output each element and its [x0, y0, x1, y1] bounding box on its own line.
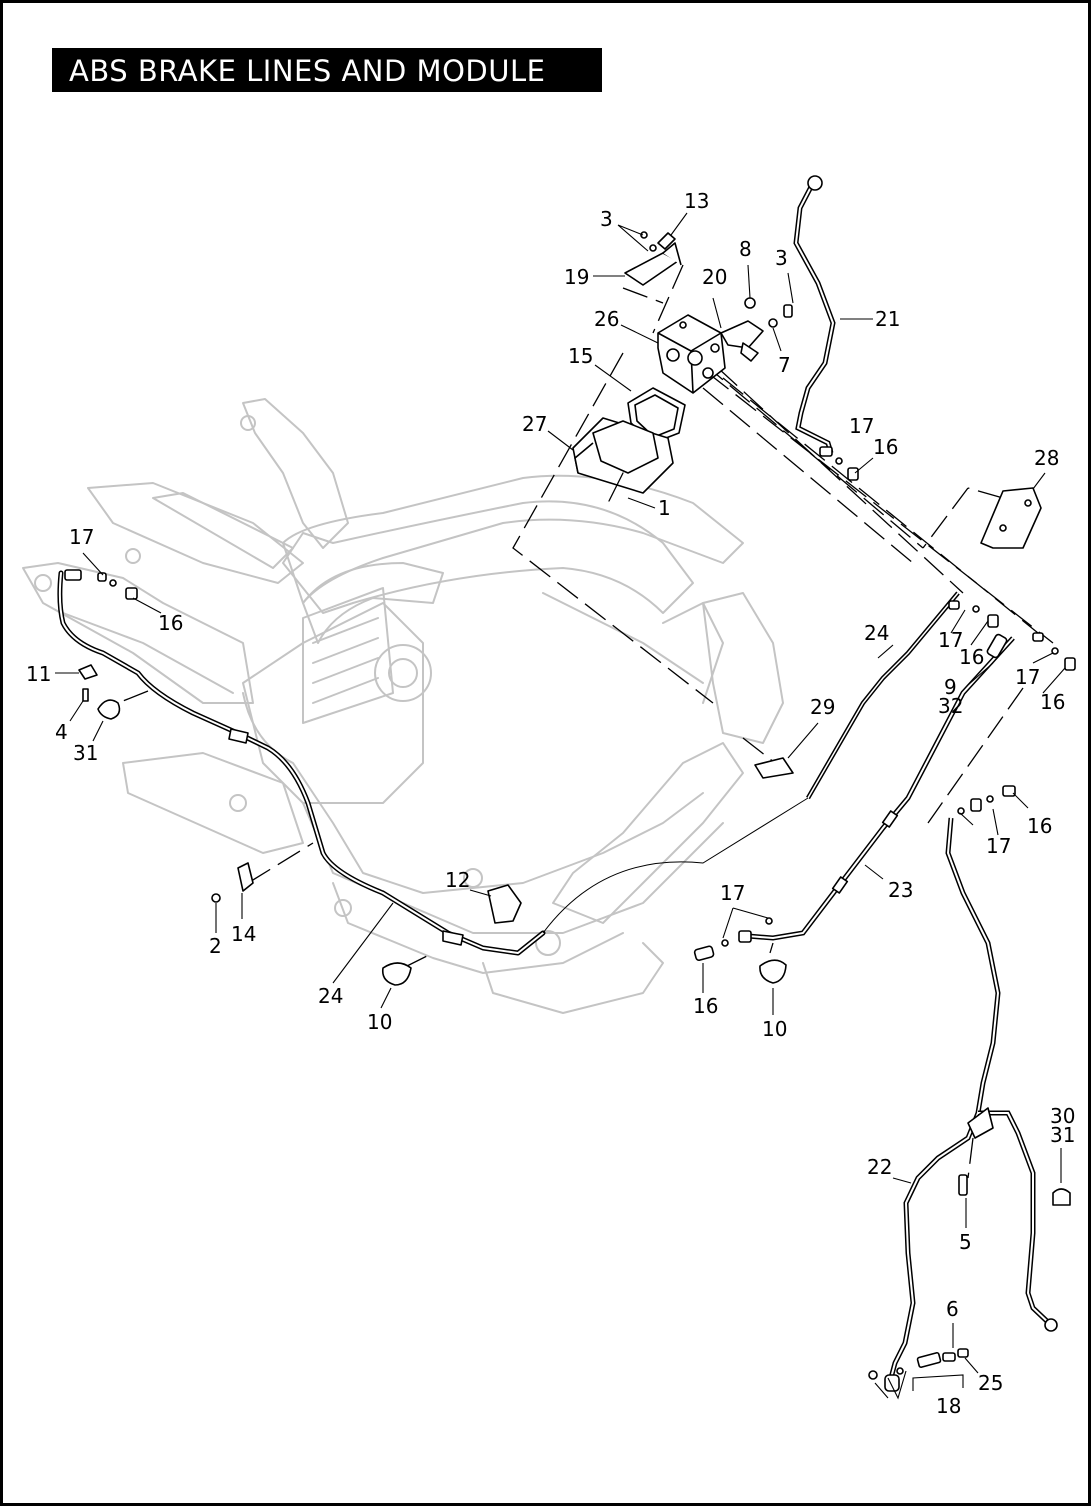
diagram-title: ABS BRAKE LINES AND MODULE — [52, 48, 602, 92]
bracket-19 — [624, 242, 682, 286]
label-29 — [754, 757, 794, 779]
brake-line-24-rear — [57, 570, 546, 956]
callout-labels: 1 2 3 3 4 5 6 7 8 9 32 10 10 11 12 13 14… — [26, 189, 1075, 1418]
callout-17b: 17 — [849, 414, 874, 438]
callout-17d: 17 — [1015, 665, 1040, 689]
callout-3b: 3 — [775, 246, 788, 270]
callout-16d: 16 — [1040, 690, 1065, 714]
cover-28 — [980, 487, 1042, 549]
callout-32: 32 — [938, 694, 963, 718]
brake-line-21 — [793, 175, 836, 454]
callout-16b: 16 — [873, 435, 898, 459]
callout-17a: 17 — [69, 525, 94, 549]
callout-16e: 16 — [1027, 814, 1052, 838]
brake-line-22 — [884, 817, 1058, 1392]
callout-21: 21 — [875, 307, 900, 331]
callout-15: 15 — [568, 344, 593, 368]
brake-line-23 — [747, 636, 1015, 941]
callout-19: 19 — [564, 265, 589, 289]
callout-16c: 16 — [959, 645, 984, 669]
callout-1: 1 — [658, 496, 671, 520]
callout-9: 9 — [944, 675, 957, 699]
callout-29: 29 — [810, 695, 835, 719]
callout-18: 18 — [936, 1394, 961, 1418]
callout-17c: 17 — [938, 628, 963, 652]
callout-16a: 16 — [158, 611, 183, 635]
parts-illustration: 1 2 3 3 4 5 6 7 8 9 32 10 10 11 12 13 14… — [22, 175, 1076, 1418]
abs-bracket-27 — [572, 417, 674, 494]
motorcycle-frame — [22, 398, 784, 1014]
callout-2: 2 — [209, 934, 222, 958]
callout-26: 26 — [594, 307, 619, 331]
hardware — [64, 231, 1076, 1380]
callout-23: 23 — [888, 878, 913, 902]
callout-31b: 31 — [1050, 1123, 1075, 1147]
callout-24a: 24 — [864, 621, 889, 645]
callout-16f: 16 — [693, 994, 718, 1018]
callout-13: 13 — [684, 189, 709, 213]
callout-22: 22 — [867, 1155, 892, 1179]
callout-20: 20 — [702, 265, 727, 289]
alignment-lines — [117, 264, 1054, 1179]
callout-4: 4 — [55, 720, 68, 744]
callout-14: 14 — [231, 922, 256, 946]
callout-10a: 10 — [367, 1010, 392, 1034]
callout-17f: 17 — [720, 881, 745, 905]
callout-12: 12 — [445, 868, 470, 892]
callout-31a: 31 — [73, 741, 98, 765]
callout-8: 8 — [739, 237, 752, 261]
callout-10b: 10 — [762, 1017, 787, 1041]
callout-11: 11 — [26, 662, 51, 686]
callout-30: 30 — [1050, 1104, 1075, 1128]
clip-13 — [657, 232, 676, 250]
callout-leaders — [55, 212, 1066, 1400]
callout-17e: 17 — [986, 834, 1011, 858]
callout-5: 5 — [959, 1230, 972, 1254]
callout-3a: 3 — [600, 207, 613, 231]
callout-28: 28 — [1034, 446, 1059, 470]
abs-module — [657, 314, 726, 394]
callout-24b: 24 — [318, 984, 343, 1008]
callout-7: 7 — [778, 353, 791, 377]
abs-gasket-15 — [627, 387, 686, 444]
abs-bracket-20 — [720, 320, 764, 362]
brake-line-24-front — [806, 591, 960, 800]
callout-27: 27 — [522, 412, 547, 436]
callout-6: 6 — [946, 1297, 959, 1321]
callout-25: 25 — [978, 1371, 1003, 1395]
